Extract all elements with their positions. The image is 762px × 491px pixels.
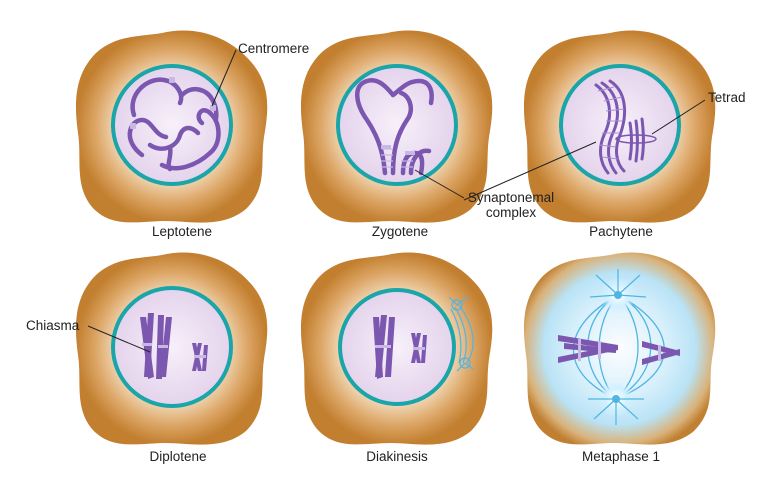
nucleus (111, 286, 233, 408)
centromere-mark (413, 347, 425, 350)
chromosome-thread (408, 148, 432, 176)
bivalent (594, 79, 627, 175)
centromere-mark (658, 345, 661, 361)
nucleus (338, 288, 456, 406)
label-diplotene: Diplotene (149, 449, 207, 464)
tetrad-ring (615, 134, 657, 144)
chromatid (564, 343, 616, 353)
chromosome-thread (179, 86, 219, 122)
cell-diplotene (75, 252, 268, 445)
annotation-tetrad: Tetrad (708, 90, 746, 105)
label-metaphase1: Metaphase 1 (581, 449, 661, 464)
chromosome-thread (127, 117, 169, 158)
centromere-mark (375, 345, 391, 348)
centromere-mark (578, 339, 581, 361)
centromere-mark (142, 343, 152, 346)
centromere-leader (211, 49, 237, 107)
centromere-mark (598, 341, 601, 359)
tetrad-bivalent (628, 117, 645, 163)
label-leptotene: Leptotene (151, 224, 213, 239)
centromere-mark (194, 355, 206, 358)
cell-diakinesis (300, 252, 493, 445)
annotation-synaptonemal-complex: Synaptonemal complex (466, 190, 556, 220)
centromere-mark (381, 145, 391, 149)
annotation-centromere: Centromere (238, 41, 310, 56)
centromere-mark (169, 77, 175, 83)
centromere-mark (130, 123, 136, 129)
annotation-synaptonemal-line2: complex (485, 205, 537, 220)
chiasma-leader (87, 325, 151, 353)
aster-bottom (588, 381, 644, 425)
chromosome-thread (166, 144, 173, 172)
label-diakinesis: Diakinesis (366, 449, 428, 464)
tetrad-leader (651, 99, 706, 135)
annotation-synaptonemal-line1: Synaptonemal (467, 190, 555, 205)
centromere-mark (405, 151, 415, 155)
nucleus (559, 64, 681, 186)
annotation-chiasma: Chiasma (26, 318, 80, 333)
synaptonemal-leader-2 (463, 141, 597, 201)
cell-zygotene (300, 30, 493, 223)
chromosome-thread (159, 108, 221, 171)
chromosome-thread (390, 78, 434, 106)
label-pachytene: Pachytene (589, 224, 653, 239)
chromosome-thread (147, 125, 201, 151)
label-zygotene: Zygotene (371, 224, 429, 239)
cell-pachytene (523, 30, 716, 223)
chromosome-thread (390, 90, 413, 176)
cell-leptotene (75, 30, 268, 223)
chromatid (558, 335, 618, 350)
cell-metaphase1 (523, 252, 716, 445)
synaptonemal-leader (414, 169, 465, 199)
forming-spindle (448, 296, 474, 372)
chromosome-thread (355, 78, 396, 176)
aster-top (589, 269, 647, 313)
centromere-mark (210, 105, 216, 111)
centromere-mark (158, 345, 168, 348)
nucleus (336, 64, 458, 186)
